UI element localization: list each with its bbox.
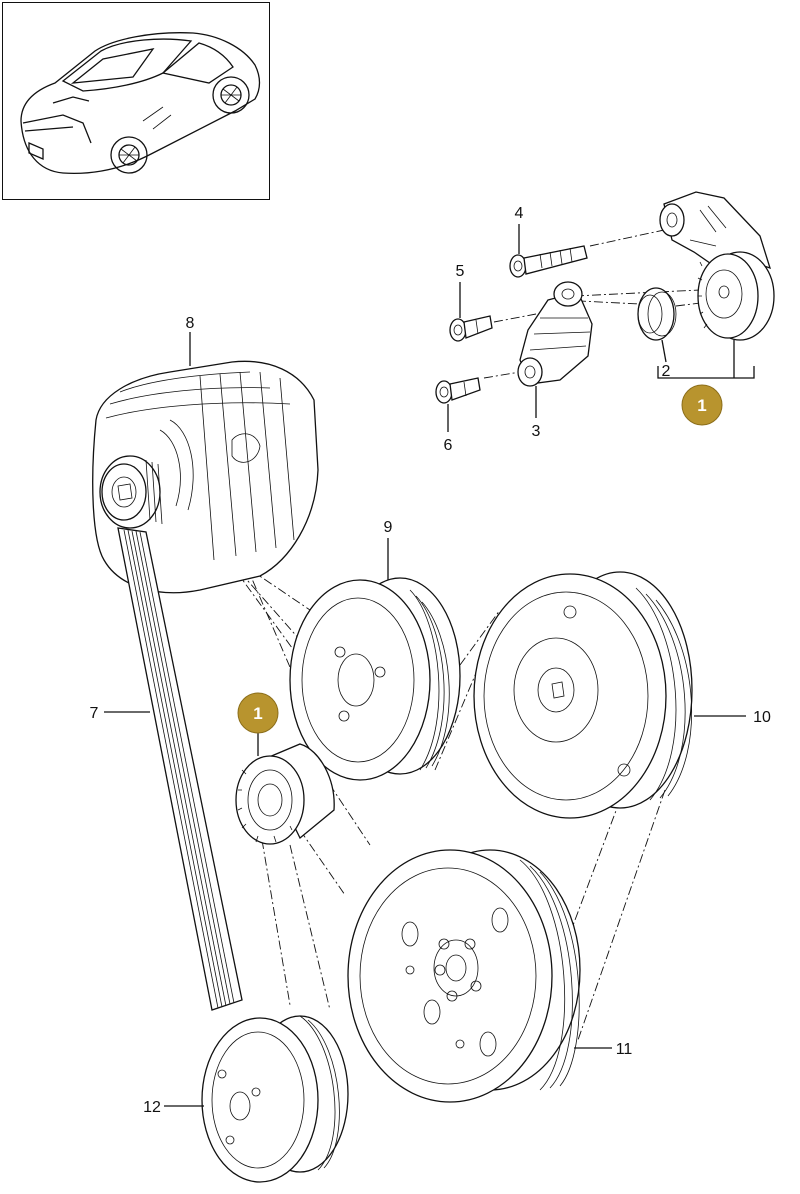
belt-part-7 xyxy=(117,527,243,1011)
label-part-7: 7 xyxy=(90,705,99,722)
label-part-6: 6 xyxy=(444,437,453,454)
leader-lines xyxy=(104,224,746,1107)
pulley-part-9 xyxy=(289,577,461,781)
label-part-10: 10 xyxy=(753,709,771,726)
alternator-part-8 xyxy=(92,360,319,594)
bolt-part-5 xyxy=(449,315,493,342)
label-part-9: 9 xyxy=(384,519,393,536)
label-part-8: 8 xyxy=(186,315,195,332)
svg-text:1: 1 xyxy=(697,396,706,415)
svg-text:1: 1 xyxy=(253,704,262,723)
part-labels: 4 5 6 3 2 8 7 9 10 11 12 xyxy=(90,205,771,1116)
badge-part-1-upper: 1 xyxy=(681,384,723,426)
group-bracket xyxy=(657,340,755,379)
pulley-part-12 xyxy=(201,1015,349,1183)
label-part-12: 12 xyxy=(143,1099,161,1116)
damper-part-3 xyxy=(517,281,593,387)
bolt-part-6 xyxy=(435,377,481,404)
label-part-5: 5 xyxy=(456,263,465,280)
bolt-part-4 xyxy=(509,245,588,278)
tensioner-assembly-upper xyxy=(659,191,775,341)
car-thumbnail-icon xyxy=(20,32,261,175)
label-part-11: 11 xyxy=(616,1041,633,1058)
pulley-part-11 xyxy=(347,849,581,1103)
label-part-2: 2 xyxy=(662,363,671,380)
cover-part-2 xyxy=(637,287,677,341)
tensioner-pulley-lower xyxy=(235,743,335,845)
vehicle-thumbnail-frame xyxy=(2,2,270,200)
pulley-part-10 xyxy=(473,571,693,819)
label-part-4: 4 xyxy=(515,205,524,222)
label-part-3: 3 xyxy=(532,423,541,440)
badge-part-1-lower: 1 xyxy=(237,692,279,734)
